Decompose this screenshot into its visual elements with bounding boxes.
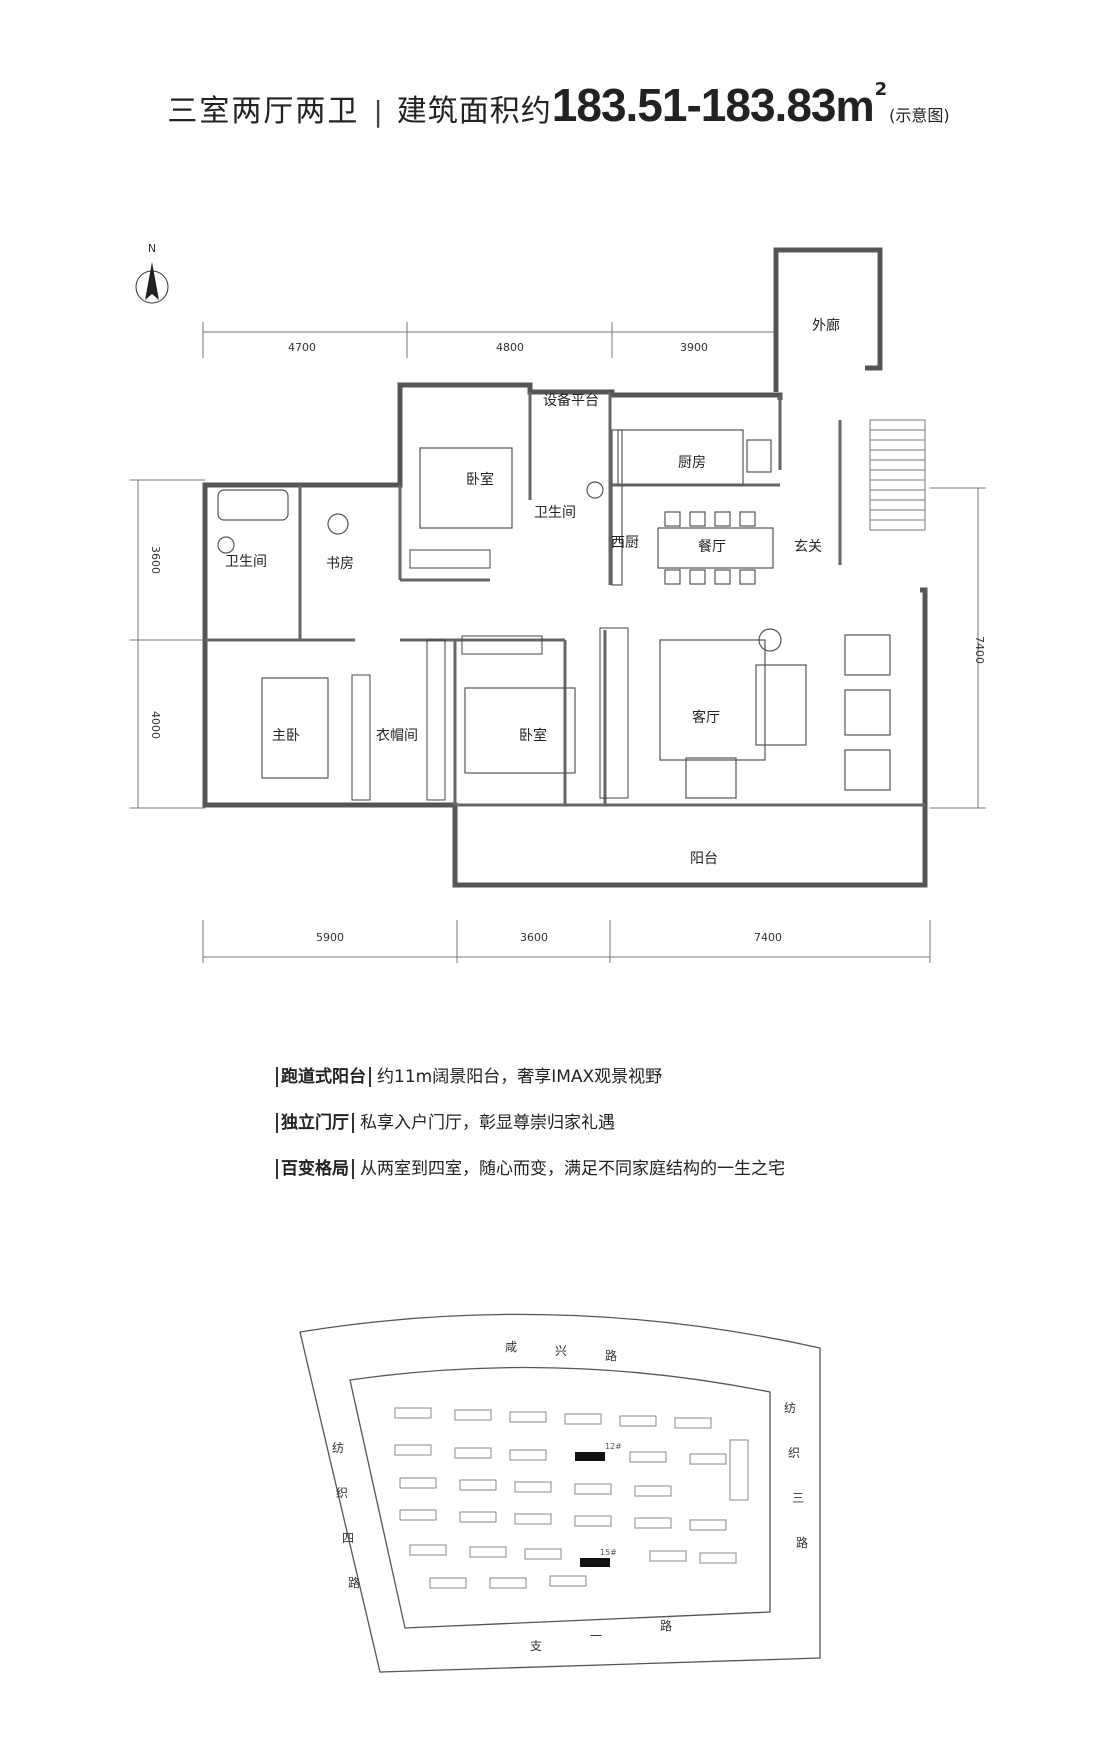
road-west-char: 路 [348, 1575, 360, 1590]
room-cloakroom: 衣帽间 [376, 728, 418, 744]
dining-table-icon [657, 511, 774, 585]
room-foyer: 玄关 [794, 538, 822, 555]
area-unit: m [835, 82, 875, 131]
road-east-char: 三 [792, 1491, 804, 1505]
road-west-char: 纺 [332, 1441, 344, 1455]
north-compass-icon: N [135, 242, 169, 304]
feature-list: 跑道式阳台约11m阔景阳台，奢享IMAX观景视野 独立门厅私享入户门厅，彰显尊崇… [276, 1066, 785, 1204]
dim-top-2: 4800 [496, 341, 524, 354]
feature-text: 私享入户门厅，彰显尊崇归家礼遇 [360, 1113, 615, 1133]
feature-tag: 独立门厅 [276, 1113, 354, 1133]
room-study: 书房 [326, 556, 354, 572]
feature-text: 约11m阔景阳台，奢享IMAX观景视野 [377, 1067, 663, 1087]
road-west-char: 织 [336, 1486, 348, 1500]
room-bedroom-south: 卧室 [519, 727, 547, 744]
room-kitchen: 厨房 [678, 455, 706, 471]
room-bedroom-north: 卧室 [466, 471, 494, 488]
kitchen-counter [611, 429, 772, 586]
road-east-char: 纺 [784, 1401, 796, 1415]
title-separator: | [373, 95, 383, 128]
room-western-kitchen: 西厨 [611, 535, 639, 551]
interior-walls [205, 392, 925, 807]
area-unit-superscript: 2 [874, 79, 888, 100]
highlight-buildings [575, 1452, 610, 1567]
page-title: 三室两厅两卫 | 建筑面积约183.51-183.83m2(示意图) [0, 78, 1117, 132]
road-north-char: 路 [605, 1348, 617, 1363]
bathtub-icon [217, 481, 604, 554]
stairs [869, 419, 926, 531]
road-north-char: 兴 [555, 1344, 567, 1358]
feature-item: 独立门厅私享入户门厅，彰显尊崇归家礼遇 [276, 1112, 785, 1158]
dimension-left [130, 479, 205, 809]
bed-icon [261, 447, 576, 779]
wardrobe-racks [351, 549, 629, 801]
room-balcony: 阳台 [690, 851, 718, 867]
area-value: 183.51-183.83 [551, 79, 837, 131]
road-south-char: 一 [590, 1629, 602, 1643]
site-boundary [299, 1313, 821, 1673]
area-label: 建筑面积约 [396, 94, 552, 129]
dim-bottom-1: 5900 [316, 931, 344, 944]
dim-left-1: 3600 [149, 546, 162, 574]
dim-bottom-3: 7400 [754, 931, 782, 944]
road-south-char: 路 [660, 1618, 672, 1633]
feature-item: 跑道式阳台约11m阔景阳台，奢享IMAX观景视野 [276, 1066, 785, 1112]
walls [202, 247, 928, 888]
feature-tag: 跑道式阳台 [276, 1067, 371, 1087]
room-bathroom-west: 卫生间 [225, 554, 267, 570]
feature-tag: 百变格局 [276, 1159, 354, 1179]
road-north-char: 咸 [505, 1340, 517, 1354]
room-bathroom-center: 卫生间 [534, 505, 576, 521]
building-label-15: 15# [600, 1548, 617, 1557]
feature-item: 百变格局从两室到四室，随心而变，满足不同家庭结构的一生之宅 [276, 1158, 785, 1204]
room-dining: 餐厅 [698, 539, 726, 555]
building-label-12: 12# [605, 1442, 622, 1451]
room-living: 客厅 [692, 709, 720, 726]
room-outer-corridor: 外廊 [812, 317, 840, 334]
dim-right-1: 7400 [973, 636, 986, 664]
room-master-bedroom: 主卧 [272, 728, 300, 744]
feature-text: 从两室到四室，随心而变，满足不同家庭结构的一生之宅 [360, 1159, 785, 1179]
building-blocks [394, 1407, 749, 1589]
road-west-char: 四 [342, 1531, 354, 1545]
sofa-icon [659, 628, 891, 799]
unit-type: 三室两厅两卫 [167, 94, 360, 129]
compass-label: N [148, 242, 156, 255]
schematic-note: (示意图) [889, 106, 950, 125]
road-south-char: 支 [530, 1639, 542, 1653]
dim-bottom-2: 3600 [520, 931, 548, 944]
dimension-bottom [202, 920, 931, 963]
dim-left-2: 4000 [149, 711, 162, 739]
room-equipment-platform: 设备平台 [543, 392, 599, 409]
floor-plan: N 4700 4800 3900 3600 4000 7400 5900 360… [130, 242, 986, 963]
dim-top-3: 3900 [680, 341, 708, 354]
dimension-right [930, 487, 986, 809]
road-east-char: 织 [788, 1446, 800, 1460]
road-east-char: 路 [796, 1535, 808, 1550]
dim-top-1: 4700 [288, 341, 316, 354]
